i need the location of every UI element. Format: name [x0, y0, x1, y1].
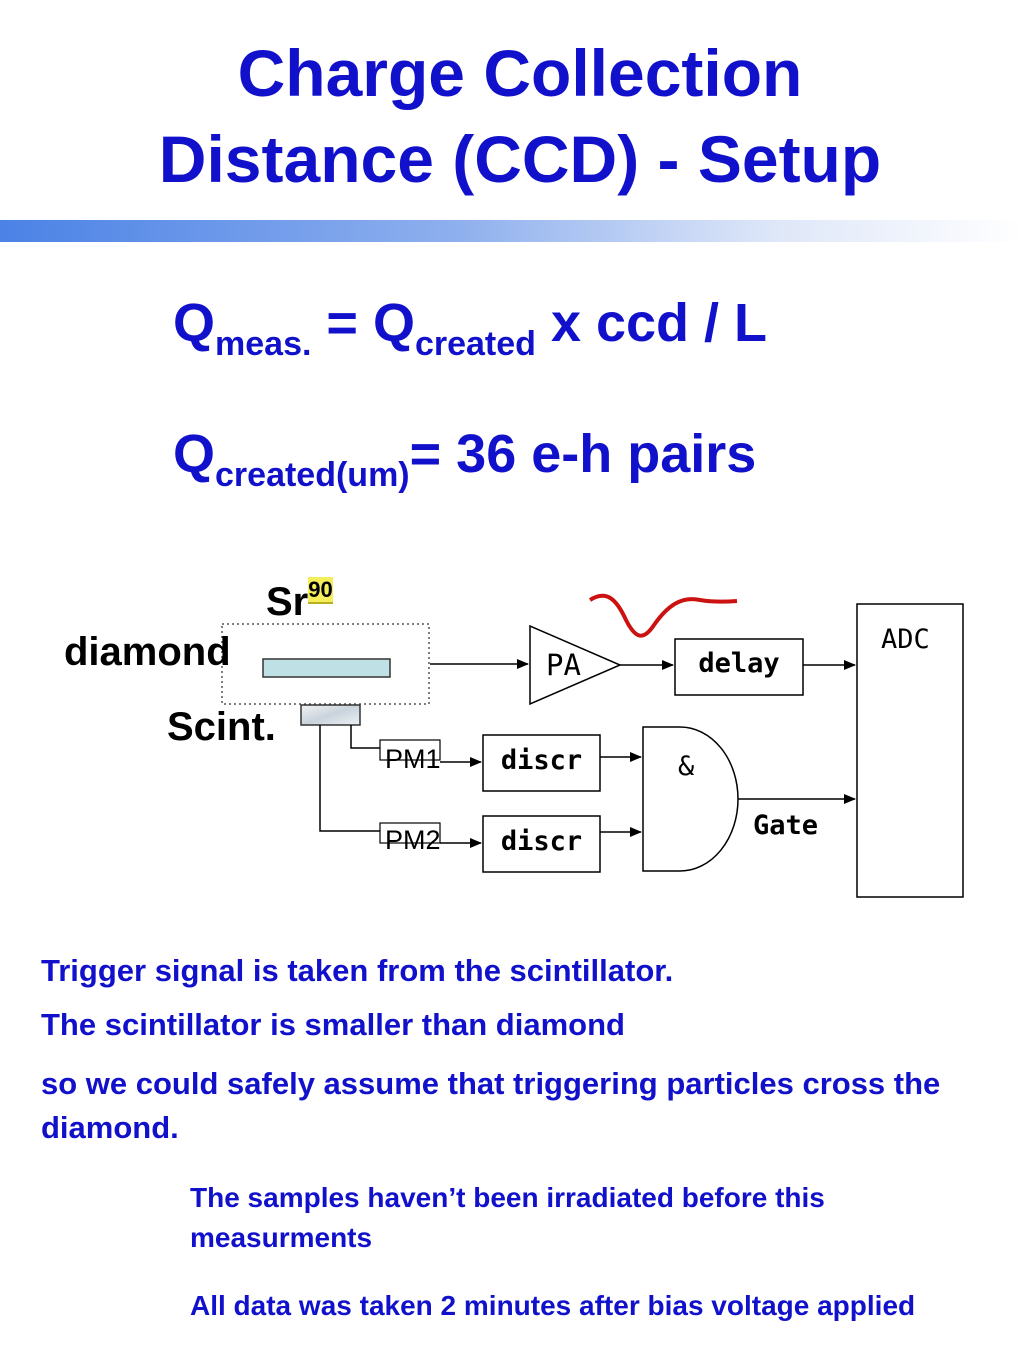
eq1-q: Q: [173, 293, 216, 353]
discr2-label: discr: [500, 826, 583, 857]
discr1-box: [482, 734, 601, 792]
eq2-rest: = 36 e-h pairs: [409, 424, 757, 484]
adc-box: [856, 603, 964, 898]
diamond-label: diamond: [64, 630, 231, 674]
scintillator: [300, 704, 361, 726]
preamp-triangle: [529, 624, 622, 706]
pm1-label: PM1: [385, 744, 441, 774]
source-element: Sr: [266, 580, 309, 624]
note-not-irradiated: The samples haven’t been irradiated befo…: [190, 1182, 825, 1253]
note-data-timing: All data was taken 2 minutes after bias …: [190, 1290, 916, 1321]
diamond-sample: [262, 658, 391, 678]
eq1-equals-q: = Q: [311, 293, 415, 353]
signal-pulse-waveform: [588, 593, 738, 638]
wire-scint-to-pm2: [319, 725, 380, 832]
eq2-q: Q: [173, 424, 216, 484]
title-line-2: Distance (CCD) - Setup: [158, 122, 882, 196]
source-label: Sr90: [266, 577, 333, 625]
pa-label: PA: [546, 648, 581, 682]
pm2-box: [379, 822, 441, 844]
eq2-q-sub: created(um): [215, 456, 410, 494]
title-underline-bar: [0, 220, 1024, 242]
gate-label: Gate: [753, 810, 819, 841]
delay-label: delay: [698, 648, 780, 679]
adc-label: ADC: [881, 624, 930, 655]
discr2-box: [482, 815, 601, 873]
note-scint-smaller: The scintillator is smaller than diamond: [41, 1007, 625, 1042]
source-isotope-number: 90: [308, 577, 333, 604]
pm2-label: PM2: [385, 825, 441, 855]
note-triggering-particles: so we could safely assume that triggerin…: [41, 1066, 941, 1145]
equation-charge-measured: Qmeas. = Qcreated x ccd / L: [173, 292, 767, 364]
wire-scint-to-pm1: [350, 725, 380, 749]
eq1-rest: x ccd / L: [535, 293, 768, 353]
note-trigger: Trigger signal is taken from the scintil…: [41, 953, 674, 988]
delay-box: [674, 638, 804, 696]
and-label: &: [678, 751, 695, 782]
and-gate: [642, 726, 739, 872]
discr1-label: discr: [500, 745, 583, 776]
title-line-1: Charge Collection: [237, 36, 803, 110]
eq1-q-sub-created: created: [414, 325, 536, 363]
scint-label: Scint.: [167, 705, 276, 749]
slide-title: Charge Collection Distance (CCD) - Setup: [0, 30, 1024, 202]
eq1-q-sub-meas: meas.: [215, 325, 312, 363]
diamond-enclosure: [221, 623, 430, 705]
equation-charge-created: Qcreated(um)= 36 e-h pairs: [173, 423, 756, 495]
pm1-box: [379, 739, 441, 761]
